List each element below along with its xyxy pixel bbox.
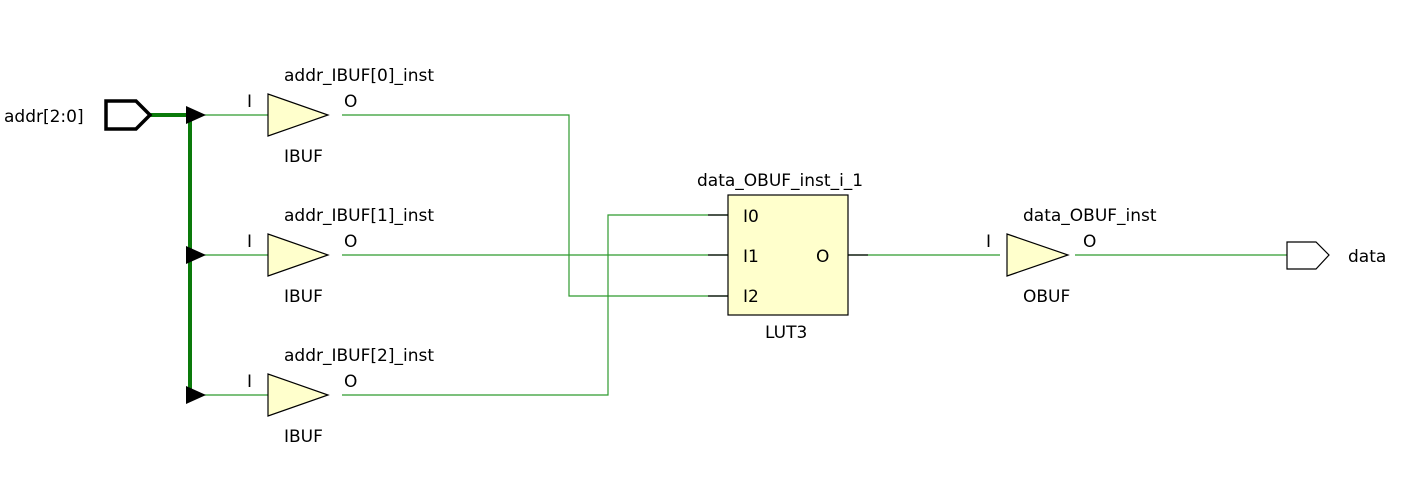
ibuf-2-triangle-icon[interactable] (267, 373, 330, 417)
input-port-addr[interactable]: addr[2:0] (4, 99, 153, 131)
obuf-triangle-icon[interactable] (1006, 233, 1070, 277)
obuf-pin-out: O (1083, 232, 1096, 252)
lut-pin-o: O (816, 247, 829, 267)
input-port-icon[interactable] (104, 99, 153, 131)
ibuf-0-pin-in: I (247, 92, 252, 112)
ibuf-0-type: IBUF (284, 147, 323, 167)
bus-rippers (186, 106, 206, 404)
ibuf-2-pin-out: O (344, 372, 357, 392)
ibuf-1-pin-in: I (247, 232, 252, 252)
ibuf-1-triangle-icon[interactable] (267, 233, 330, 277)
obuf-cell[interactable]: data_OBUF_inst I O OBUF (986, 206, 1157, 307)
ibuf-2-instance-name: addr_IBUF[2]_inst (284, 346, 434, 366)
ibuf-2-type: IBUF (284, 427, 323, 447)
net-addr-ibuf-0[interactable] (342, 114, 728, 297)
input-port-label: addr[2:0] (4, 107, 84, 127)
ripper-arrow-icon (186, 246, 206, 264)
ibuf-2-pin-in: I (247, 372, 252, 392)
lut-type: LUT3 (765, 323, 807, 343)
ibuf-0-cell[interactable]: addr_IBUF[0]_inst I O IBUF (247, 66, 434, 167)
obuf-pin-in: I (986, 232, 991, 252)
obuf-type: OBUF (1023, 287, 1070, 307)
lut-cell[interactable]: data_OBUF_inst_i_1 I0 I1 I2 O LUT3 (697, 171, 868, 343)
ibuf-2-cell[interactable]: addr_IBUF[2]_inst I O IBUF (247, 346, 434, 447)
wires (150, 113, 1287, 396)
output-port-icon[interactable] (1286, 241, 1330, 270)
ibuf-0-pin-out: O (344, 92, 357, 112)
net-addr-ibuf-2[interactable] (342, 214, 728, 396)
ibuf-1-pin-out: O (344, 232, 357, 252)
ibuf-0-instance-name: addr_IBUF[0]_inst (284, 66, 434, 86)
output-port-data[interactable]: data (1286, 241, 1386, 270)
lut-pin-i1: I1 (743, 247, 759, 267)
ibuf-0-triangle-icon[interactable] (267, 93, 330, 137)
ibuf-1-instance-name: addr_IBUF[1]_inst (284, 206, 434, 226)
ripper-arrow-icon (186, 106, 206, 124)
lut-pin-i0: I0 (743, 207, 759, 227)
lut-instance-name: data_OBUF_inst_i_1 (697, 171, 863, 191)
ibuf-1-cell[interactable]: addr_IBUF[1]_inst I O IBUF (247, 206, 434, 307)
output-port-label: data (1348, 247, 1386, 267)
lut-pin-i2: I2 (743, 287, 759, 307)
lut-box[interactable] (727, 194, 849, 316)
obuf-instance-name: data_OBUF_inst (1023, 206, 1157, 226)
ibuf-1-type: IBUF (284, 287, 323, 307)
ripper-arrow-icon (186, 386, 206, 404)
